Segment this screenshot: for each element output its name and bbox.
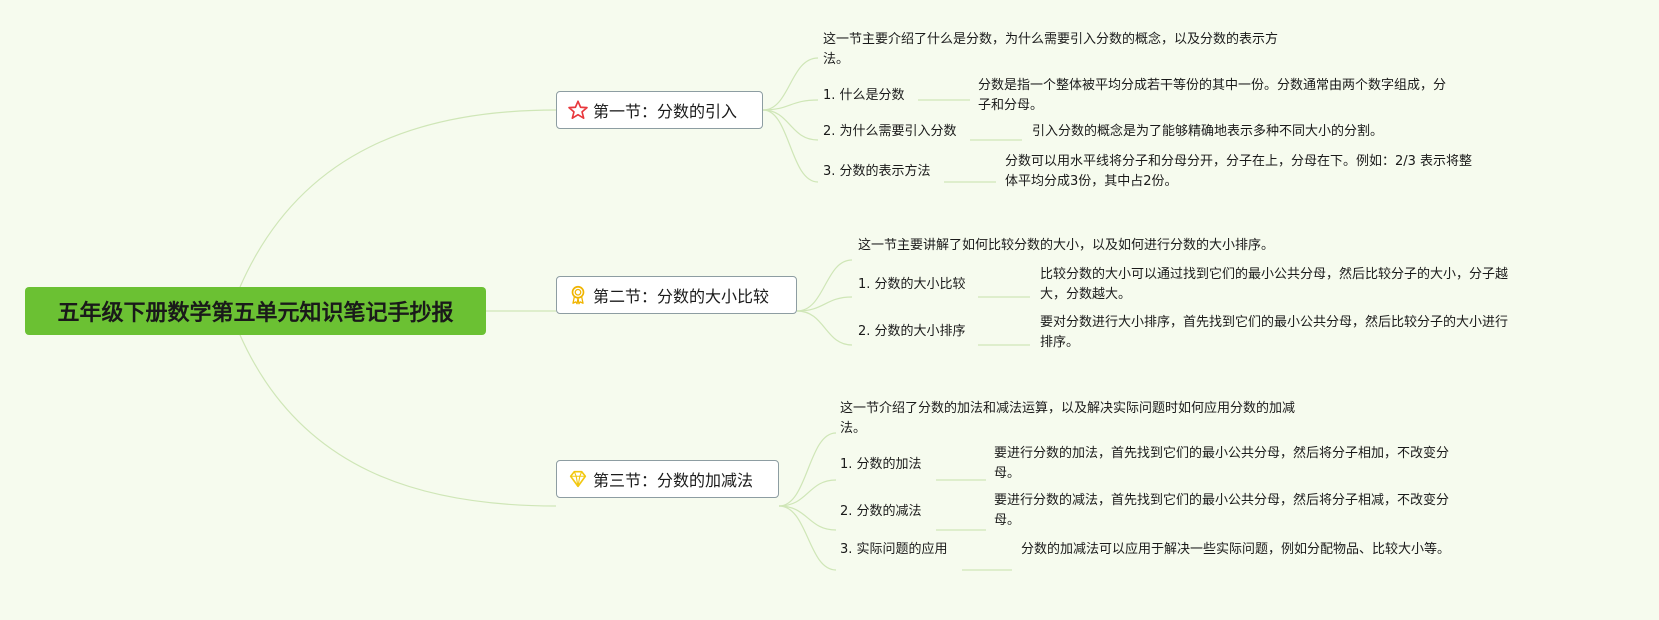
connector-s1-summary: [762, 57, 819, 111]
section-2-title: 第二节：分数的大小比较: [593, 287, 770, 306]
section-3-title: 第三节：分数的加减法: [593, 471, 754, 490]
connector-s3-item1: [778, 479, 837, 507]
section-2-node[interactable]: 第二节：分数的大小比较: [556, 276, 797, 314]
section-1-item-3-detail: 分数可以用水平线将分子和分母分开，分子在上，分母在下。例如：2/3 表示将整体平…: [1005, 154, 1473, 189]
connector-s1-item1: [762, 99, 819, 111]
section-3-item-1-label[interactable]: 1. 分数的加法: [840, 457, 922, 472]
medal-icon: [567, 284, 589, 306]
connector-root-section-3: [239, 334, 557, 507]
section-2-item-1-detail: 比较分数的大小可以通过找到它们的最小公共分母，然后比较分子的大小，分子越大，分数…: [1040, 267, 1509, 302]
section-3-item-2-detail: 要进行分数的减法，首先找到它们的最小公共分母，然后将分子相减，不改变分母。: [994, 493, 1450, 528]
section-3-summary: 这一节介绍了分数的加法和减法运算，以及解决实际问题时如何应用分数的加减法。: [840, 401, 1296, 436]
connector-s2-item2: [796, 310, 853, 346]
connector-s3-item3: [778, 505, 837, 571]
section-1-node[interactable]: 第一节：分数的引入: [556, 91, 763, 129]
section-1-item-1-detail: 分数是指一个整体被平均分成若干等份的其中一份。分数通常由两个数字组成，分子和分母…: [978, 78, 1447, 113]
section-2-item-1-label[interactable]: 1. 分数的大小比较: [858, 277, 966, 292]
diamond-icon: [567, 468, 589, 490]
section-3-item-3-label[interactable]: 3. 实际问题的应用: [840, 542, 948, 557]
section-1-title: 第一节：分数的引入: [593, 102, 738, 121]
section-1-item-1-label[interactable]: 1. 什么是分数: [823, 88, 905, 103]
connector-s1-item3: [762, 109, 819, 183]
section-2-summary: 这一节主要讲解了如何比较分数的大小，以及如何进行分数的大小排序。: [858, 238, 1275, 253]
connector-root-section-1: [239, 109, 557, 288]
section-1-item-2-detail: 引入分数的概念是为了能够精确地表示多种不同大小的分割。: [1032, 124, 1384, 139]
connector-s2-summary: [796, 259, 853, 312]
section-2-item-2-label[interactable]: 2. 分数的大小排序: [858, 324, 966, 339]
connector-s1-item2: [762, 109, 819, 141]
section-3-item-3-detail: 分数的加减法可以应用于解决一些实际问题，例如分配物品、比较大小等。: [1021, 542, 1451, 557]
section-3-node[interactable]: 第三节：分数的加减法: [556, 460, 779, 498]
root-title: 五年级下册数学第五单元知识笔记手抄报: [57, 301, 454, 326]
root-node[interactable]: 五年级下册数学第五单元知识笔记手抄报: [25, 287, 486, 335]
connector-s3-item2: [778, 505, 837, 531]
section-3-item-1-detail: 要进行分数的加法，首先找到它们的最小公共分母，然后将分子相加，不改变分母。: [994, 446, 1450, 481]
section-3-item-2-label[interactable]: 2. 分数的减法: [840, 504, 922, 519]
star-icon: [567, 99, 589, 121]
section-1-item-3-label[interactable]: 3. 分数的表示方法: [823, 164, 931, 179]
connector-s3-summary: [778, 432, 837, 507]
section-1-item-2-label[interactable]: 2. 为什么需要引入分数: [823, 124, 957, 139]
section-1-summary: 这一节主要介绍了什么是分数，为什么需要引入分数的概念，以及分数的表示方法。: [823, 32, 1279, 67]
connector-s2-item1: [796, 296, 853, 312]
section-2-item-2-detail: 要对分数进行大小排序，首先找到它们的最小公共分母，然后比较分子的大小进行排序。: [1040, 315, 1509, 350]
